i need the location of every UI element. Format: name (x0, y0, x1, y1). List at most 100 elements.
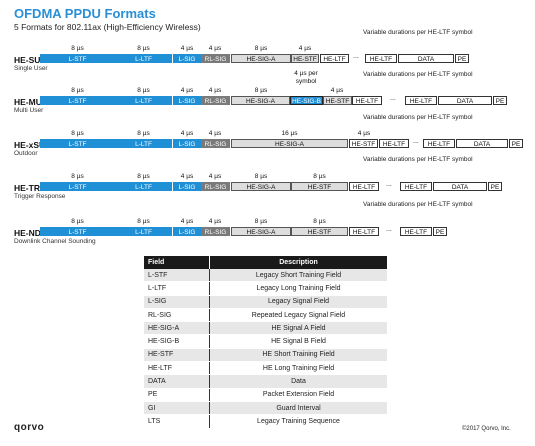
duration-label: 4 µs (208, 87, 222, 94)
duration-label: 8 µs (71, 87, 84, 94)
field-he-ltf: HE-LTF (349, 227, 379, 236)
format-subtitle: Outdoor (14, 150, 38, 157)
duration-label: 8 µs (254, 45, 268, 52)
field-l-sig: L-SIG (173, 227, 201, 236)
duration-label: 4 µs (208, 45, 222, 52)
field-cell: LTS (144, 414, 210, 429)
duration-label: 4 µs (180, 218, 194, 225)
field-cell: HE-SIG-B (144, 334, 210, 349)
field-l-sig: L-SIG (173, 182, 201, 191)
field-rl-sig: RL-SIG (201, 54, 230, 63)
field-he-ltf: HE-LTF (405, 96, 437, 105)
field-cell: HE-SIG-A (144, 321, 210, 336)
field-pe: PE (455, 54, 469, 63)
ellipsis: ... (390, 95, 396, 102)
page-title: OFDMA PPDU Formats (14, 6, 156, 21)
field-cell: HE-LTF (144, 361, 210, 376)
field-rl-sig: RL-SIG (201, 227, 230, 236)
duration-label: 8 µs (137, 218, 150, 225)
field-he-sig-a: HE-SIG-A (231, 96, 290, 105)
description-cell: HE Short Training Field (209, 348, 387, 363)
field-he-ltf: HE-LTF (400, 182, 432, 191)
duration-label: 8 µs (137, 87, 150, 94)
duration-label: 8 µs (137, 45, 150, 52)
field-data: DATA (433, 182, 487, 191)
format-name: HE-MU (14, 97, 42, 107)
field-he-stf: HE-STF (323, 96, 352, 105)
column-header-description: Description (209, 256, 387, 269)
field-he-sig-a: HE-SIG-A (231, 139, 348, 148)
duration-label: 8 µs (71, 130, 84, 137)
field-rl-sig: RL-SIG (201, 96, 230, 105)
field-pe: PE (488, 182, 502, 191)
field-he-ltf: HE-LTF (349, 182, 379, 191)
duration-label: 8 µs (71, 218, 84, 225)
field-cell: GI (144, 401, 210, 416)
duration-label: 8 µs (71, 173, 84, 180)
format-subtitle: Multi User (14, 107, 44, 114)
variable-duration-note: Variable durations per HE-LTF symbol (363, 156, 473, 163)
format-subtitle: Single User (14, 65, 48, 72)
variable-duration-note: Variable durations per HE-LTF symbol (363, 29, 473, 36)
format-name: HE-SU (14, 55, 41, 65)
field-cell: RL-SIG (144, 308, 210, 323)
format-subtitle: Downlink Channel Sounding (14, 238, 96, 245)
description-cell: Legacy Long Training Field (209, 281, 387, 296)
duration-label: 4 µs (330, 87, 344, 94)
field-cell: L-STF (144, 269, 210, 283)
variable-duration-note: Variable durations per HE-LTF symbol (363, 71, 473, 78)
field-rl-sig: RL-SIG (201, 182, 230, 191)
field-l-stf: L-STF (40, 54, 115, 63)
description-cell: HE Signal A Field (209, 321, 387, 336)
field-l-sig: L-SIG (173, 96, 201, 105)
field-l-ltf: L-LTF (115, 54, 172, 63)
field-he-ltf: HE-LTF (400, 227, 432, 236)
field-l-sig: L-SIG (173, 139, 201, 148)
field-he-ltf: HE-LTF (379, 139, 409, 148)
duration-label: 4 µs (357, 130, 371, 137)
field-cell: L-LTF (144, 281, 210, 296)
field-he-ltf: HE-LTF (352, 96, 382, 105)
field-pe: PE (493, 96, 507, 105)
duration-label: 4 µs (298, 45, 312, 52)
duration-label: 4 µs (180, 130, 194, 137)
field-l-ltf: L-LTF (115, 139, 172, 148)
duration-label: 8 µs (254, 173, 268, 180)
field-he-ltf: HE-LTF (320, 54, 349, 63)
duration-label: 8 µs (254, 218, 268, 225)
field-he-stf: HE-STF (291, 182, 348, 191)
field-l-stf: L-STF (40, 227, 115, 236)
field-l-sig: L-SIG (173, 54, 201, 63)
field-he-stf: HE-STF (349, 139, 378, 148)
field-l-stf: L-STF (40, 96, 115, 105)
ellipsis: ... (413, 138, 419, 145)
format-subtitle: Trigger Response (14, 193, 66, 200)
description-cell: HE Long Training Field (209, 361, 387, 376)
field-cell: HE-STF (144, 348, 210, 363)
description-cell: Legacy Signal Field (209, 295, 387, 309)
description-cell: Data (209, 374, 387, 389)
variable-duration-note: Variable durations per HE-LTF symbol (363, 114, 473, 121)
field-he-sig-b: HE-SIG-B (290, 96, 323, 105)
field-he-sig-a: HE-SIG-A (231, 54, 291, 63)
field-cell: L-SIG (144, 295, 210, 309)
duration-label: 4 µs (180, 87, 194, 94)
description-cell: HE Signal B Field (209, 334, 387, 349)
format-name: HE-xSU (14, 140, 46, 150)
table-header-row: Field Description (144, 256, 387, 269)
duration-label: 8 µs (313, 218, 326, 225)
field-l-ltf: L-LTF (115, 182, 172, 191)
field-data: DATA (456, 139, 508, 148)
field-data: DATA (398, 54, 454, 63)
field-he-ltf: HE-LTF (423, 139, 455, 148)
